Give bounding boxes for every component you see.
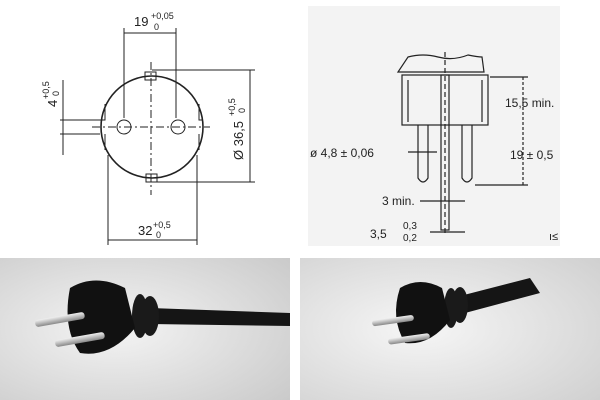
svg-text:+0,5: +0,5 <box>41 81 51 99</box>
pin-lower <box>55 332 105 347</box>
slot-label: 4 <box>45 100 60 107</box>
plug-photo-left <box>0 258 290 400</box>
pin-upper <box>35 312 85 327</box>
plug-body <box>396 282 450 344</box>
pin-left <box>417 125 429 183</box>
svg-text:0,3: 0,3 <box>403 221 417 232</box>
pin-diameter-label: ø 4,8 ± 0,06 <box>310 146 374 160</box>
body-depth-label: 15,5 min. <box>505 96 554 110</box>
pin-upper <box>372 315 414 327</box>
svg-text:0,2: 0,2 <box>403 233 417 244</box>
plug-face-outline <box>100 75 204 179</box>
svg-text:+0,05: +0,05 <box>151 11 174 21</box>
pin-length-label: 19 ± 0,5 <box>510 148 554 162</box>
diameter-label: Ø 36,5 <box>231 121 246 160</box>
earth-width-label: 3,5 <box>370 227 387 241</box>
edge-mark: ı≤ <box>549 231 558 243</box>
pin-lower <box>388 333 430 345</box>
front-view-drawing: 19 +0,05 0 32 +0,5 0 Ø 36,5 +0,5 0 4 +0,… <box>41 11 255 245</box>
side-view-drawing: 15,5 min. ø 4,8 ± 0,06 19 ± 0,5 3 min. 3… <box>308 6 560 246</box>
svg-text:0: 0 <box>237 108 247 113</box>
earth-min-label: 3 min. <box>382 194 415 208</box>
body-top <box>396 54 485 73</box>
cable <box>150 308 290 326</box>
svg-text:+0,5: +0,5 <box>227 98 237 116</box>
pin-right <box>461 125 473 183</box>
width-label: 32 <box>138 223 152 238</box>
svg-text:0: 0 <box>156 230 161 240</box>
cable <box>460 278 540 313</box>
plug-photo-right <box>300 258 600 400</box>
pin-spacing-label: 19 <box>134 14 148 29</box>
svg-text:0: 0 <box>51 91 61 96</box>
svg-text:+0,5: +0,5 <box>153 220 171 230</box>
svg-text:0: 0 <box>154 22 159 32</box>
